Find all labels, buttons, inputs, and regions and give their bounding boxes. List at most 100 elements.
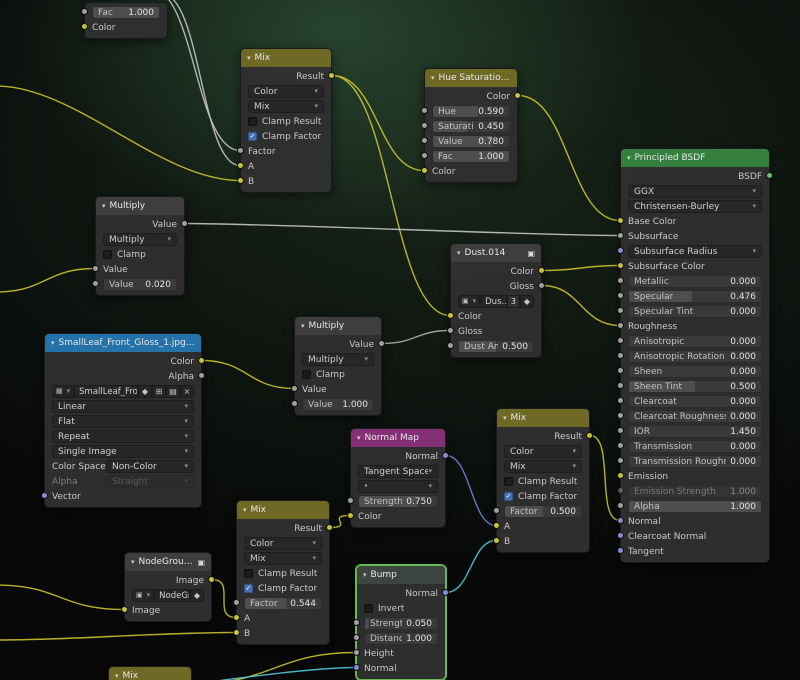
collapse-icon[interactable]: ▾ <box>431 73 435 82</box>
input-socket[interactable] <box>617 397 624 404</box>
dropdown-alpha[interactable]: Straight▾ <box>106 475 194 488</box>
input-socket[interactable] <box>617 457 624 464</box>
collapse-icon[interactable]: ▾ <box>301 321 305 330</box>
dropdown-mix[interactable]: Mix▾ <box>248 100 324 113</box>
collapse-icon[interactable]: ▾ <box>243 505 247 514</box>
input-socket[interactable] <box>617 352 624 359</box>
node-header[interactable]: ▾Dust.014▣ <box>451 244 541 262</box>
input-socket[interactable] <box>617 502 624 509</box>
datablock-browse-button[interactable]: ▣▾ <box>458 295 481 308</box>
node-header[interactable]: ▾SmallLeaf_Front_Gloss_1.jpg.006 <box>45 334 201 352</box>
dropdown-color-space[interactable]: Non-Color▾ <box>106 460 194 473</box>
input-socket[interactable] <box>421 167 428 174</box>
checkbox-clamp-factor[interactable]: ✓ <box>504 492 513 501</box>
input-socket[interactable] <box>353 649 360 656</box>
unlink-button[interactable]: × <box>180 385 194 398</box>
datablock-name[interactable]: SmallLeaf_Front_G... <box>74 385 138 398</box>
dropdown-multiply[interactable]: Multiply▾ <box>302 353 374 366</box>
checkbox-clamp-result[interactable] <box>248 117 257 126</box>
input-socket[interactable] <box>41 492 48 499</box>
input-socket[interactable] <box>233 614 240 621</box>
input-socket[interactable] <box>291 385 298 392</box>
input-socket[interactable] <box>237 177 244 184</box>
checkbox-clamp[interactable] <box>103 250 112 259</box>
dropdown-color[interactable]: Color▾ <box>248 85 324 98</box>
dropdown-linear[interactable]: Linear▾ <box>52 400 194 413</box>
input-socket[interactable] <box>493 537 500 544</box>
datablock-browse-button[interactable]: ▦▾ <box>52 385 75 398</box>
node-bump[interactable]: ▾BumpNormalInvertStrength0.050Distance1.… <box>353 565 449 680</box>
input-socket[interactable] <box>493 522 500 529</box>
collapse-icon[interactable]: ▾ <box>457 248 461 257</box>
input-socket[interactable] <box>421 107 428 114</box>
field-saturation[interactable]: Saturation0.450 <box>432 120 510 133</box>
input-socket[interactable] <box>81 23 88 30</box>
node-dust-014[interactable]: ▾Dust.014▣ColorGloss▣▾Dus...3◆ColorGloss… <box>447 243 545 358</box>
node-header[interactable]: ▾Bump <box>357 566 445 584</box>
input-socket[interactable] <box>617 337 624 344</box>
dropdown-flat[interactable]: Flat▾ <box>52 415 194 428</box>
dropdown-color[interactable]: Color▾ <box>504 445 582 458</box>
node-header[interactable]: ▾Mix <box>241 49 331 67</box>
input-socket[interactable] <box>233 629 240 636</box>
node-hue-saturation-value[interactable]: ▾Hue Saturation ValueColorHue0.590Satura… <box>421 68 521 183</box>
node-header[interactable]: ▾NodeGroup.012▣ <box>125 553 211 571</box>
dropdown-color[interactable]: Color▾ <box>244 537 322 550</box>
dropdown-ggx[interactable]: GGX▾ <box>628 185 762 198</box>
input-socket[interactable] <box>291 400 298 407</box>
node-nodegroup-012[interactable]: ▾NodeGroup.012▣Image▣▾NodeGro...◆Image <box>121 552 215 622</box>
input-socket[interactable] <box>617 217 624 224</box>
datablock-name[interactable]: Dus... <box>480 295 507 308</box>
folder-button[interactable]: ▤ <box>166 385 180 398</box>
input-socket[interactable] <box>121 606 128 613</box>
node-header[interactable]: ▾Mix <box>109 667 191 680</box>
node-header[interactable]: ▾Multiply <box>96 197 184 215</box>
input-socket[interactable] <box>233 599 240 606</box>
input-socket[interactable] <box>447 327 454 334</box>
output-socket[interactable] <box>514 92 521 99</box>
node-header[interactable]: ▾Normal Map <box>351 429 445 447</box>
datablock-name[interactable]: NodeGro... <box>154 589 190 602</box>
input-socket[interactable] <box>617 262 624 269</box>
node-header[interactable]: ▾Mix <box>237 501 329 519</box>
collapse-icon[interactable]: ▾ <box>503 413 507 422</box>
input-socket[interactable] <box>617 472 624 479</box>
output-socket[interactable] <box>442 452 449 459</box>
input-socket[interactable] <box>617 292 624 299</box>
input-socket[interactable] <box>617 487 624 494</box>
collapse-icon[interactable]: ▾ <box>247 53 251 62</box>
input-socket[interactable] <box>92 280 99 287</box>
node-header[interactable]: ▾Principled BSDF <box>621 149 769 167</box>
field-distance[interactable]: Distance1.000 <box>364 632 438 645</box>
output-socket[interactable] <box>442 589 449 596</box>
dropdown-mix[interactable]: Mix▾ <box>504 460 582 473</box>
checkbox-clamp-factor[interactable]: ✓ <box>244 584 253 593</box>
datablock-browse-button[interactable]: ▣▾ <box>132 589 155 602</box>
input-socket[interactable] <box>493 507 500 514</box>
checkbox-clamp[interactable] <box>302 370 311 379</box>
input-socket[interactable] <box>421 137 428 144</box>
input-socket[interactable] <box>617 412 624 419</box>
input-socket[interactable] <box>617 247 624 254</box>
input-socket[interactable] <box>237 162 244 169</box>
output-socket[interactable] <box>208 576 215 583</box>
input-socket[interactable] <box>347 512 354 519</box>
